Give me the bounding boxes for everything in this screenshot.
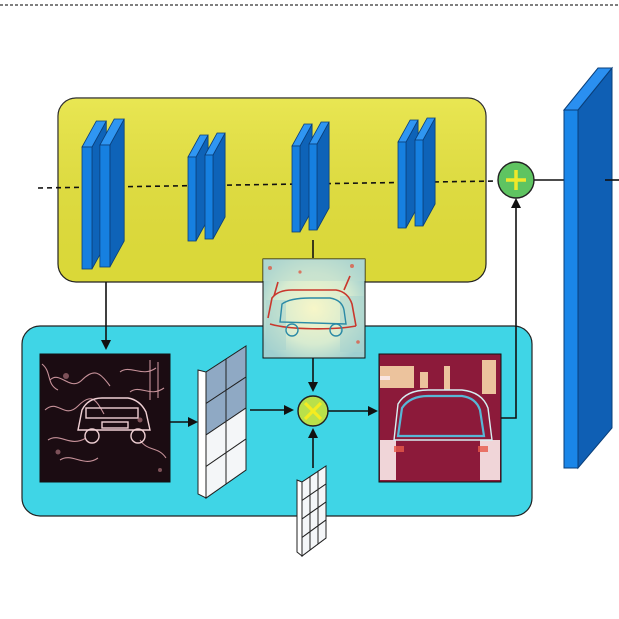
arrow-output-map-to-add [501,198,521,419]
multiply-node [297,395,329,427]
output-map-image [378,353,502,483]
encoder-block-2-2 [204,132,226,240]
output-block [562,66,614,470]
encoder-panel [57,97,487,283]
heatmap-image [262,258,366,359]
encoder-block-4-2 [414,117,436,227]
encoder-block-3-2 [308,121,330,231]
add-node [497,161,535,199]
feature-grid-cell [225,438,247,485]
output-block-side [577,66,613,470]
plus-circle-icon [506,170,526,190]
kernel-grid [296,465,327,558]
encoder-block-1-2 [99,118,125,268]
feature-grid-side [197,369,207,499]
encoder-panel-shade [58,98,486,282]
feature-grid [197,345,247,499]
output-block-front [563,109,579,469]
times-circle-icon [297,395,329,427]
kernel-grid-side [296,479,303,558]
kernel-grid-cell [317,519,327,545]
encoder-blocks [81,117,436,270]
edge-map-image [39,353,171,483]
